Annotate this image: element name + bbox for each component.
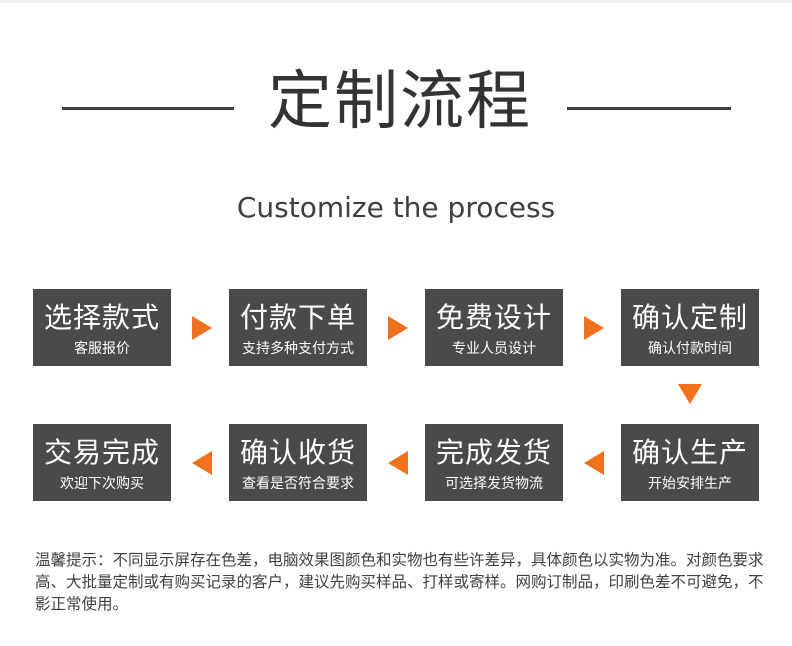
step-title: 确认生产 xyxy=(631,435,748,469)
step-confirm-production: 确认生产 开始安排生产 xyxy=(621,424,759,501)
step-title: 完成发货 xyxy=(435,435,552,469)
step-subtitle: 专业人员设计 xyxy=(452,340,536,357)
step-free-design: 免费设计 专业人员设计 xyxy=(425,289,563,366)
arrow-left-icon xyxy=(388,451,408,475)
arrow-down-icon xyxy=(678,384,702,404)
arrow-left-icon xyxy=(584,451,604,475)
step-transaction-complete: 交易完成 欢迎下次购买 xyxy=(33,424,171,501)
arrow-left-icon xyxy=(192,451,212,475)
arrow-right-icon xyxy=(192,316,212,340)
step-subtitle: 可选择发货物流 xyxy=(445,475,543,492)
step-confirm-customization: 确认定制 确认付款时间 xyxy=(621,289,759,366)
step-title: 选择款式 xyxy=(43,300,160,334)
step-title: 确认定制 xyxy=(631,300,748,334)
step-subtitle: 确认付款时间 xyxy=(648,340,732,357)
page-title: 定制流程 xyxy=(268,65,532,139)
arrow-right-icon xyxy=(584,316,604,340)
step-subtitle: 开始安排生产 xyxy=(648,475,732,492)
step-complete-shipping: 完成发货 可选择发货物流 xyxy=(425,424,563,501)
step-confirm-receipt: 确认收货 查看是否符合要求 xyxy=(229,424,367,501)
step-title: 免费设计 xyxy=(435,300,552,334)
step-select-style: 选择款式 客服报价 xyxy=(33,289,171,366)
step-title: 确认收货 xyxy=(239,435,356,469)
step-subtitle: 支持多种支付方式 xyxy=(242,340,354,357)
header: 定制流程 xyxy=(0,62,792,142)
top-divider xyxy=(0,0,792,3)
page-subtitle: Customize the process xyxy=(236,191,556,224)
step-title: 交易完成 xyxy=(43,435,160,469)
step-subtitle: 查看是否符合要求 xyxy=(242,475,354,492)
title-line-left xyxy=(62,107,234,110)
arrow-right-icon xyxy=(388,316,408,340)
warm-tip-note: 温馨提示：不同显示屏存在色差，电脑效果图颜色和实物也有些许差异，具体颜色以实物为… xyxy=(35,551,764,613)
step-title: 付款下单 xyxy=(239,300,356,334)
title-line-right xyxy=(567,107,731,110)
step-subtitle: 欢迎下次购买 xyxy=(60,475,144,492)
step-pay-order: 付款下单 支持多种支付方式 xyxy=(229,289,367,366)
step-subtitle: 客服报价 xyxy=(74,340,130,357)
